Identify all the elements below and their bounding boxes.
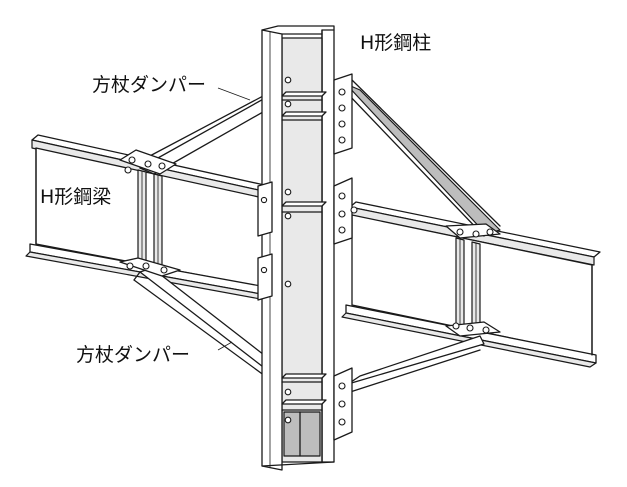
- column: [261, 25, 335, 471]
- bolts: [124, 76, 494, 426]
- column-label: H形鋼柱: [360, 32, 432, 54]
- leader-lines: [217, 87, 251, 351]
- brace-damper-lower-right: [343, 335, 485, 395]
- brace-damper-label-top: 方杖ダンパー: [92, 74, 207, 96]
- beam-label: H形鋼梁: [40, 186, 112, 208]
- brace-damper-upper-right: [345, 79, 501, 237]
- brace-damper-label-bottom: 方杖ダンパー: [76, 344, 191, 366]
